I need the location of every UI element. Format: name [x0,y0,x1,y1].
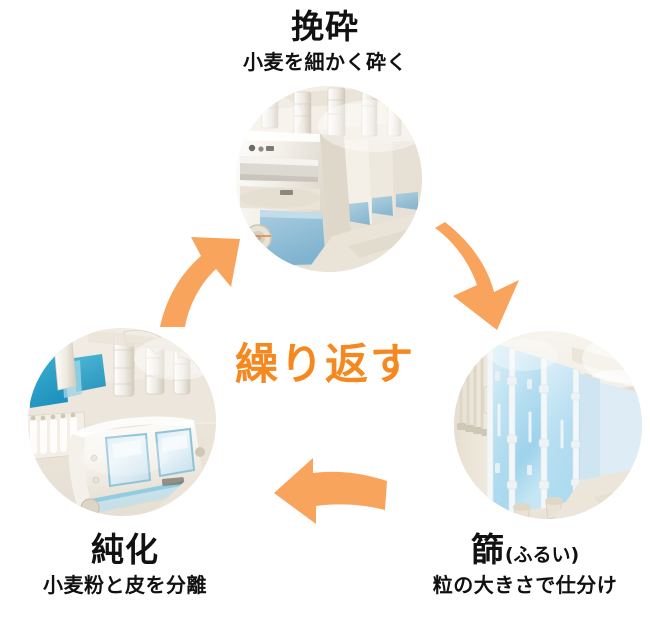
roller-mill-machines-photo [236,86,422,272]
step-subtitle-purifying: 小麦粉と皮を分離 [43,572,207,597]
step-label-sifting: 篩(ふるい) 粒の大きさで仕分け [400,530,650,597]
cycle-center-label: 繰り返す [235,340,415,390]
arrow-milling-to-sifting [435,222,519,330]
step-title-sifting: 篩(ふるい) [400,530,650,569]
step-subtitle-milling: 小麦を細かく砕く [243,49,407,74]
arrow-purifying-to-milling [160,237,240,327]
step-title-text-milling: 挽砕 [291,7,359,46]
step-reading-sifting: (ふるい) [504,544,580,566]
step-title-text-sifting: 篩 [470,530,505,569]
step-title-purifying: 純化 [0,530,250,569]
step-subtitle-sifting: 粒の大きさで仕分け [432,572,618,597]
step-title-text-purifying: 純化 [91,530,159,569]
step-label-milling: 挽砕 小麦を細かく砕く [0,7,650,74]
arrow-sifting-to-purifying [274,458,387,524]
step-title-milling: 挽砕 [0,7,650,46]
step-label-purifying: 純化 小麦粉と皮を分離 [0,530,250,597]
